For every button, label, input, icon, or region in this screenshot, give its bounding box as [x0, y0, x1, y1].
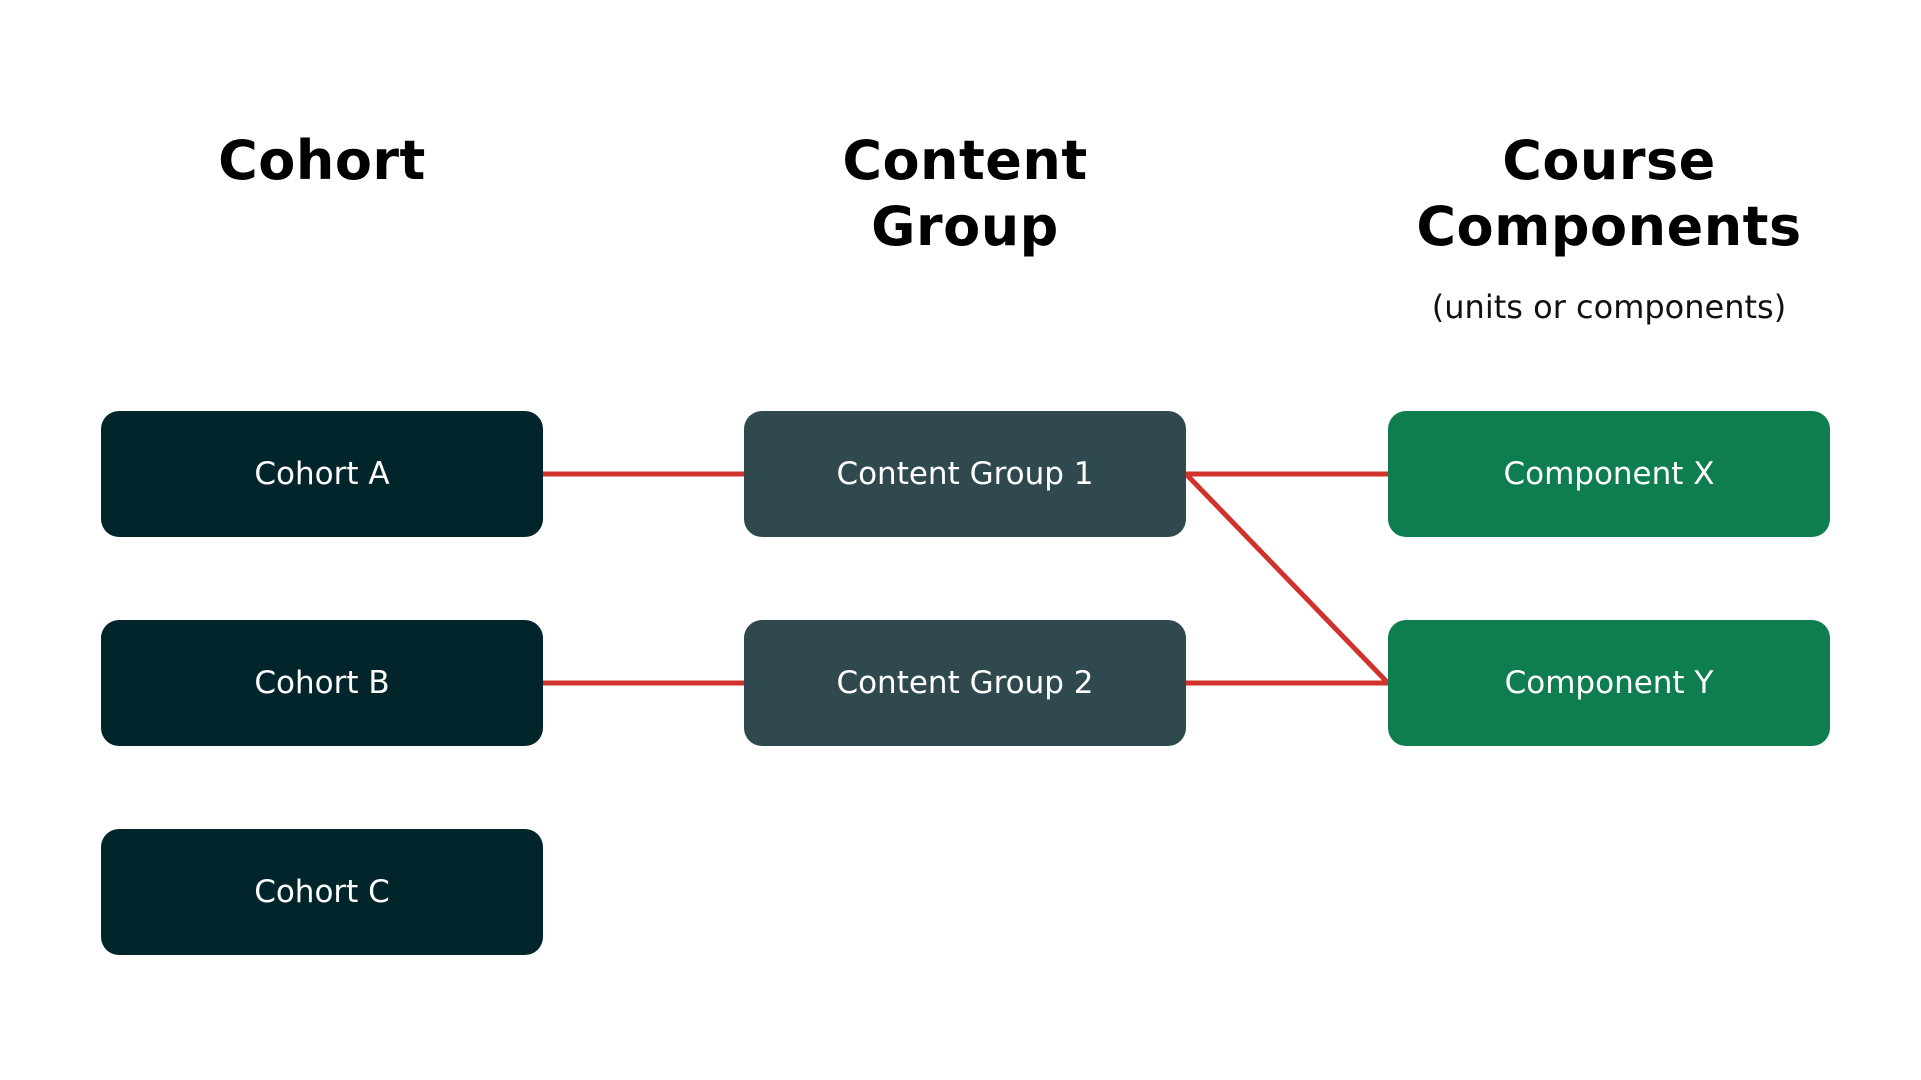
cohort-b-node: Cohort B: [101, 620, 543, 746]
cohort-b-label: Cohort B: [254, 665, 390, 701]
component-x-label: Component X: [1503, 456, 1715, 492]
cohort-column-heading: Cohort: [218, 129, 426, 192]
component-x-node: Component X: [1388, 411, 1830, 537]
content-group-column-heading: Content Group: [842, 129, 1088, 258]
cohort-c-label: Cohort C: [254, 874, 390, 910]
edge-content-group-1-to-component-y: [1184, 472, 1390, 685]
cohort-c-node: Cohort C: [101, 829, 543, 955]
component-y-label: Component Y: [1504, 665, 1714, 701]
cohort-a-node: Cohort A: [101, 411, 543, 537]
content-group-2-node: Content Group 2: [744, 620, 1186, 746]
course-components-subheading: (units or components): [1431, 288, 1787, 326]
content-group-1-node: Content Group 1: [744, 411, 1186, 537]
content-group-2-label: Content Group 2: [836, 665, 1094, 701]
course-components-column-heading: Course Components: [1416, 129, 1802, 258]
component-y-node: Component Y: [1388, 620, 1830, 746]
content-group-1-label: Content Group 1: [836, 456, 1094, 492]
cohort-a-label: Cohort A: [254, 456, 390, 492]
